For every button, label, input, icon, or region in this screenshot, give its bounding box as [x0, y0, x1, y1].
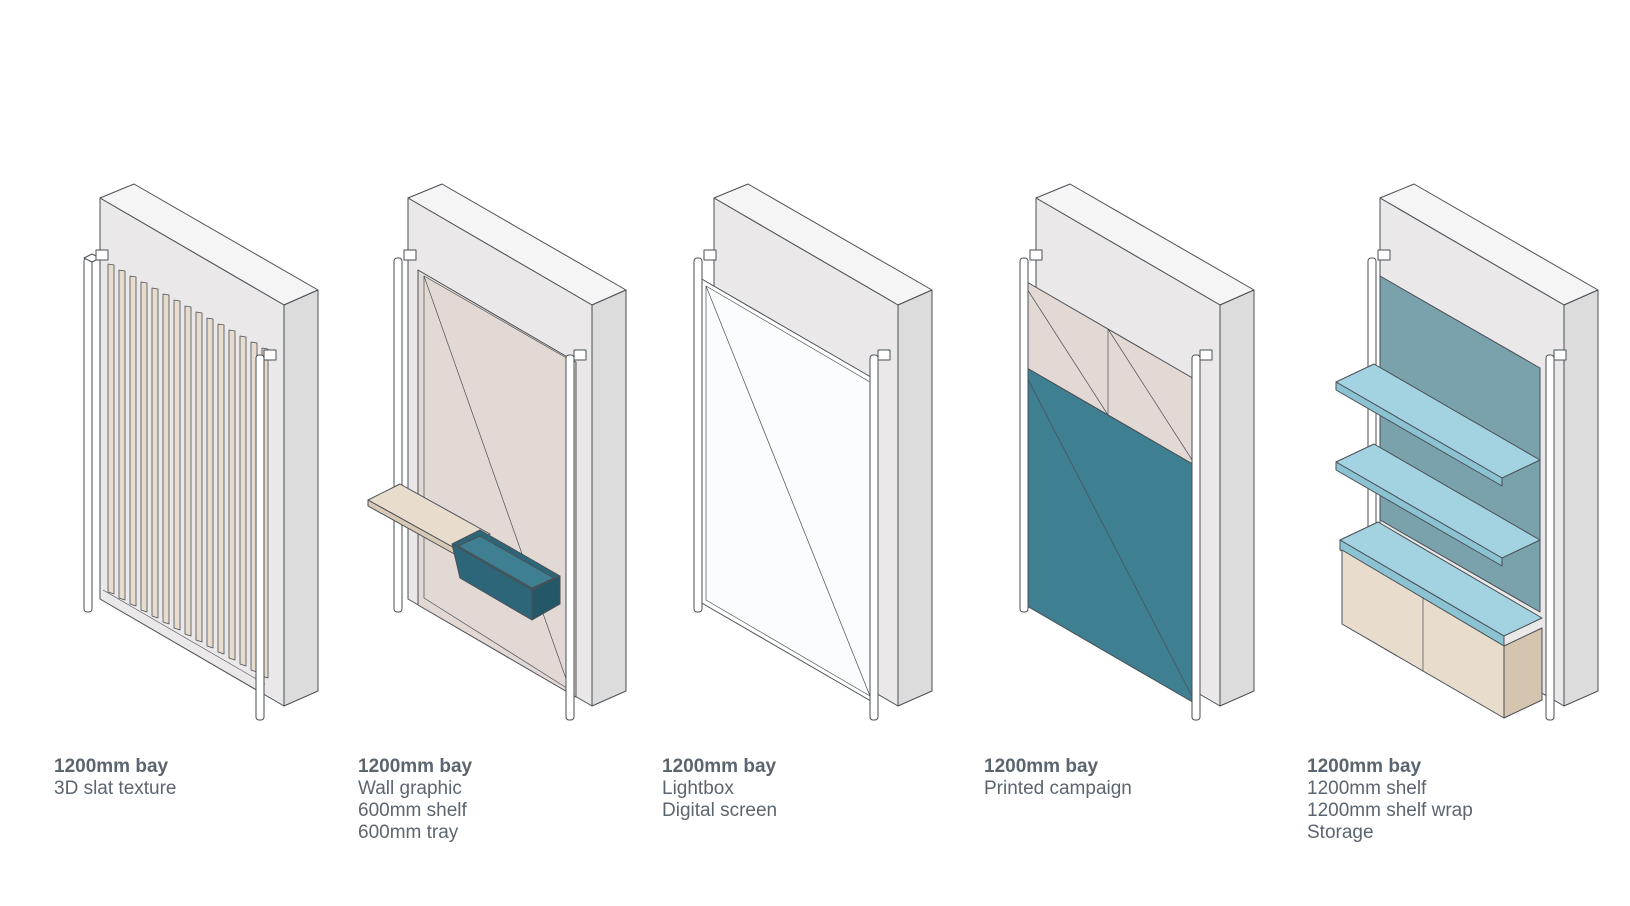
wall-side — [1563, 289, 1599, 707]
bay-printed-campaign-illustration — [1019, 183, 1255, 721]
wall-side — [283, 289, 319, 707]
bay-caption-graphic: 1200mm bay Wall graphic 600mm shelf 600m… — [358, 756, 472, 844]
bay-title: 1200mm bay — [54, 756, 169, 777]
bay-caption-campaign: 1200mm bay Printed campaign — [984, 756, 1132, 800]
bay-caption-storage: 1200mm bay 1200mm shelf 1200mm shelf wra… — [1307, 756, 1473, 844]
bay-slat-texture-illustration — [83, 183, 319, 721]
shelf-600mm — [367, 483, 491, 557]
bay-detail: 1200mm shelf wrap — [1307, 800, 1473, 821]
wall-side — [897, 289, 933, 707]
tray-600mm — [451, 529, 561, 621]
bay-wall-graphic-illustration — [367, 183, 627, 721]
storage-cabinet — [1339, 521, 1543, 719]
bay-caption-lightbox: 1200mm bay Lightbox Digital screen — [662, 756, 777, 822]
bay-lightbox-illustration — [693, 183, 933, 721]
bay-detail: 3D slat texture — [54, 778, 177, 799]
bay-detail: Wall graphic — [358, 778, 462, 799]
shelf-1200mm-upper — [1335, 363, 1541, 487]
bay-detail: 600mm tray — [358, 822, 459, 843]
bay-title: 1200mm bay — [1307, 756, 1422, 777]
rail-upright — [83, 249, 277, 721]
wall-side — [1219, 289, 1255, 707]
bay-detail: Printed campaign — [984, 778, 1132, 799]
wall-side — [591, 289, 627, 707]
bay-detail: 600mm shelf — [358, 800, 467, 821]
bay-title: 1200mm bay — [662, 756, 777, 777]
bay-title: 1200mm bay — [358, 756, 473, 777]
rail-upright — [1019, 249, 1213, 721]
rail-upright — [693, 249, 891, 721]
bay-shelving-storage-illustration — [1335, 183, 1599, 721]
bay-caption-slat: 1200mm bay 3D slat texture — [54, 756, 177, 800]
bay-detail: 1200mm shelf — [1307, 778, 1427, 799]
bay-detail: Lightbox — [662, 778, 734, 799]
bay-title: 1200mm bay — [984, 756, 1099, 777]
shelf-1200mm-middle — [1335, 443, 1541, 567]
bay-detail: Storage — [1307, 822, 1374, 843]
bay-detail: Digital screen — [662, 800, 778, 821]
